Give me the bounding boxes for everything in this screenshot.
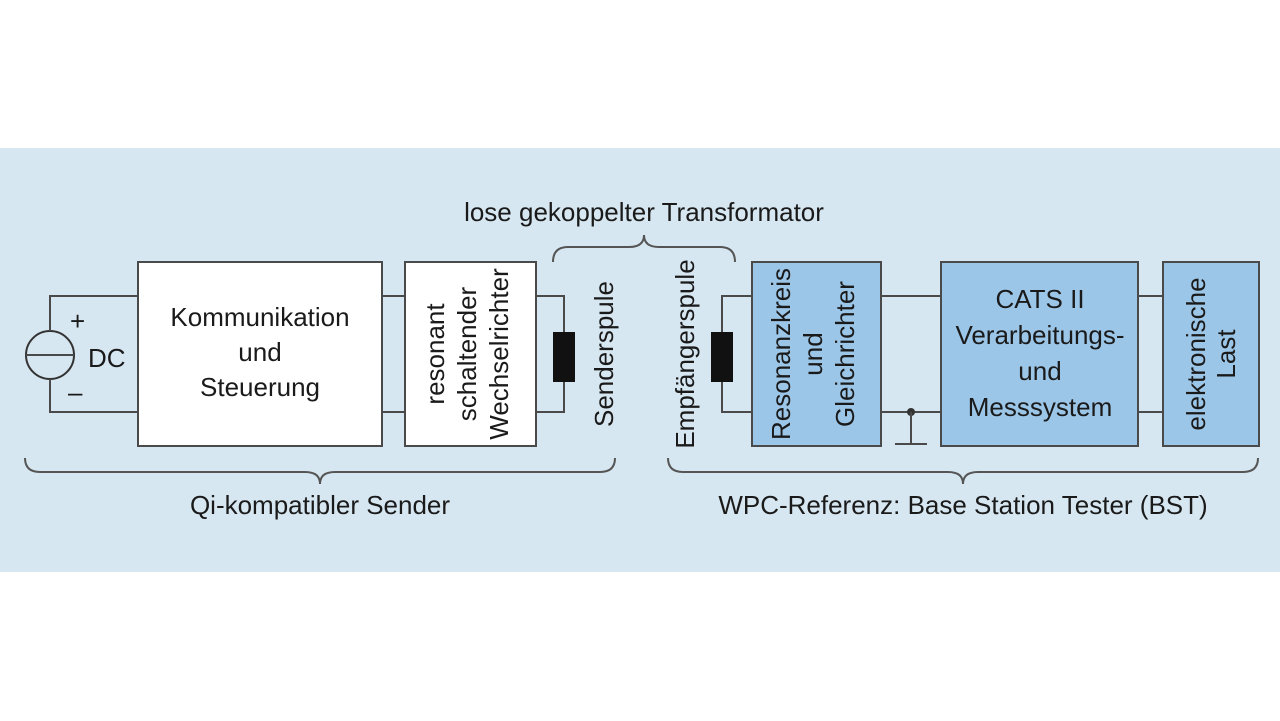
resonance-label-line3: Gleichrichter	[830, 281, 860, 427]
resonance-label-line2: und	[798, 332, 828, 375]
transformer-brace	[552, 234, 736, 263]
inverter-label-line1: resonant	[420, 303, 450, 405]
wire-inverter-coil-top	[536, 295, 565, 332]
bst-group-label: WPC-Referenz: Base Station Tester (BST)	[718, 490, 1207, 520]
wire-dc-bottom	[49, 379, 138, 413]
dc-plus-label: +	[70, 306, 85, 336]
wire-dc-top	[49, 295, 138, 331]
communication-label-line1: Kommunikation	[170, 302, 349, 332]
send-coil-label: Senderspule	[589, 281, 619, 427]
transformer-label: lose gekoppelter Transformator	[464, 197, 824, 227]
dc-minus-label: –	[68, 377, 83, 407]
communication-label-line3: Steuerung	[200, 372, 320, 402]
send-coil-icon	[553, 332, 575, 382]
cats-measurement-block	[940, 261, 1139, 447]
wire-coil-resonance-top	[721, 295, 752, 332]
load-label-line1: elektronische	[1181, 277, 1211, 430]
wire-coil-resonance-bottom	[721, 382, 752, 413]
inverter-label-line3: Wechselrichter	[484, 268, 514, 440]
communication-label-line2: und	[238, 337, 281, 367]
sender-group-label: Qi-kompatibler Sender	[190, 490, 450, 520]
sender-brace	[24, 457, 616, 485]
receive-coil-label: Empfängerspule	[670, 259, 700, 448]
cats-label-line2: Verarbeitungs-	[955, 320, 1124, 350]
inverter-block	[404, 261, 537, 447]
bst-brace	[667, 457, 1259, 485]
communication-control-block	[137, 261, 383, 447]
dc-label: DC	[88, 343, 126, 373]
receive-coil-icon	[711, 332, 733, 382]
load-label-line2: Last	[1211, 329, 1241, 379]
cats-label-line1: CATS II	[995, 284, 1084, 314]
wire-inverter-coil-bottom	[536, 382, 565, 413]
electronic-load-block	[1162, 261, 1260, 447]
resonance-label-line1: Resonanzkreis	[766, 268, 796, 440]
cats-label-line4: Messsystem	[968, 392, 1112, 422]
cats-label-line3: und	[1018, 356, 1061, 386]
resonance-rectifier-block	[751, 261, 882, 447]
inverter-label-line2: schaltender	[452, 286, 482, 421]
